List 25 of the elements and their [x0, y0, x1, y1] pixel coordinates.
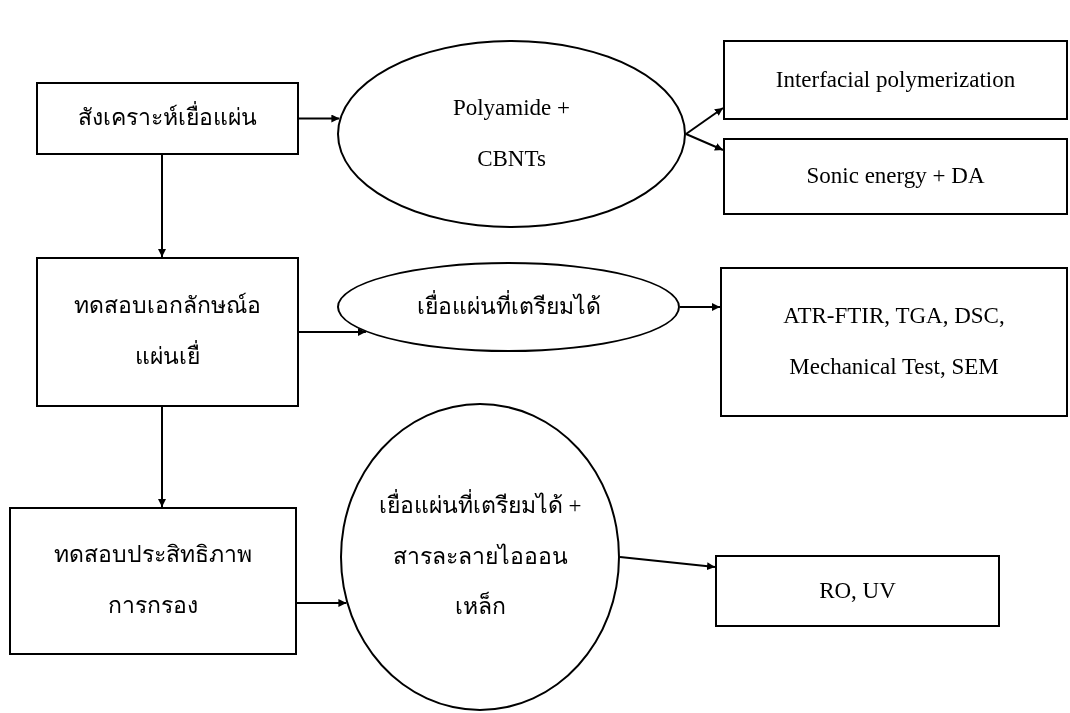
arrow	[685, 107, 724, 135]
arrow	[158, 154, 166, 258]
process-box	[36, 82, 299, 155]
node-label: Polyamide + CBNTs	[451, 94, 572, 173]
process-box	[723, 138, 1068, 215]
arrow	[298, 114, 341, 123]
process-box	[723, 40, 1068, 120]
node-label: เยื่อแผ่นที่เตรียมได้ + สารละลายไอออนเหล็ก	[370, 481, 590, 633]
arrow	[298, 328, 367, 336]
node-label: ทดสอบประสิทธิภาพการกรอง	[53, 541, 253, 620]
arrow	[619, 556, 716, 571]
node-label: RO, UV	[819, 576, 896, 605]
arrow	[158, 406, 166, 508]
process-box	[9, 507, 297, 655]
node-label: สังเคราะห์เยื่อแผ่น	[78, 93, 257, 144]
arrow	[685, 133, 724, 151]
node-label: ทดสอบเอกลักษณ์อแผ่นเยื่	[73, 291, 262, 371]
process-box	[720, 267, 1068, 417]
process-box	[715, 555, 1000, 627]
node-label: ATR-FTIR, TGA, DSC, Mechanical Test, SEM	[782, 302, 1006, 381]
node-label: Sonic energy + DA	[806, 162, 985, 191]
node-label: Interfacial polymerization	[775, 65, 1016, 94]
node-label: เยื่อแผ่นที่เตรียมได้	[416, 281, 601, 333]
process-box	[36, 257, 299, 407]
arrow	[679, 303, 721, 311]
